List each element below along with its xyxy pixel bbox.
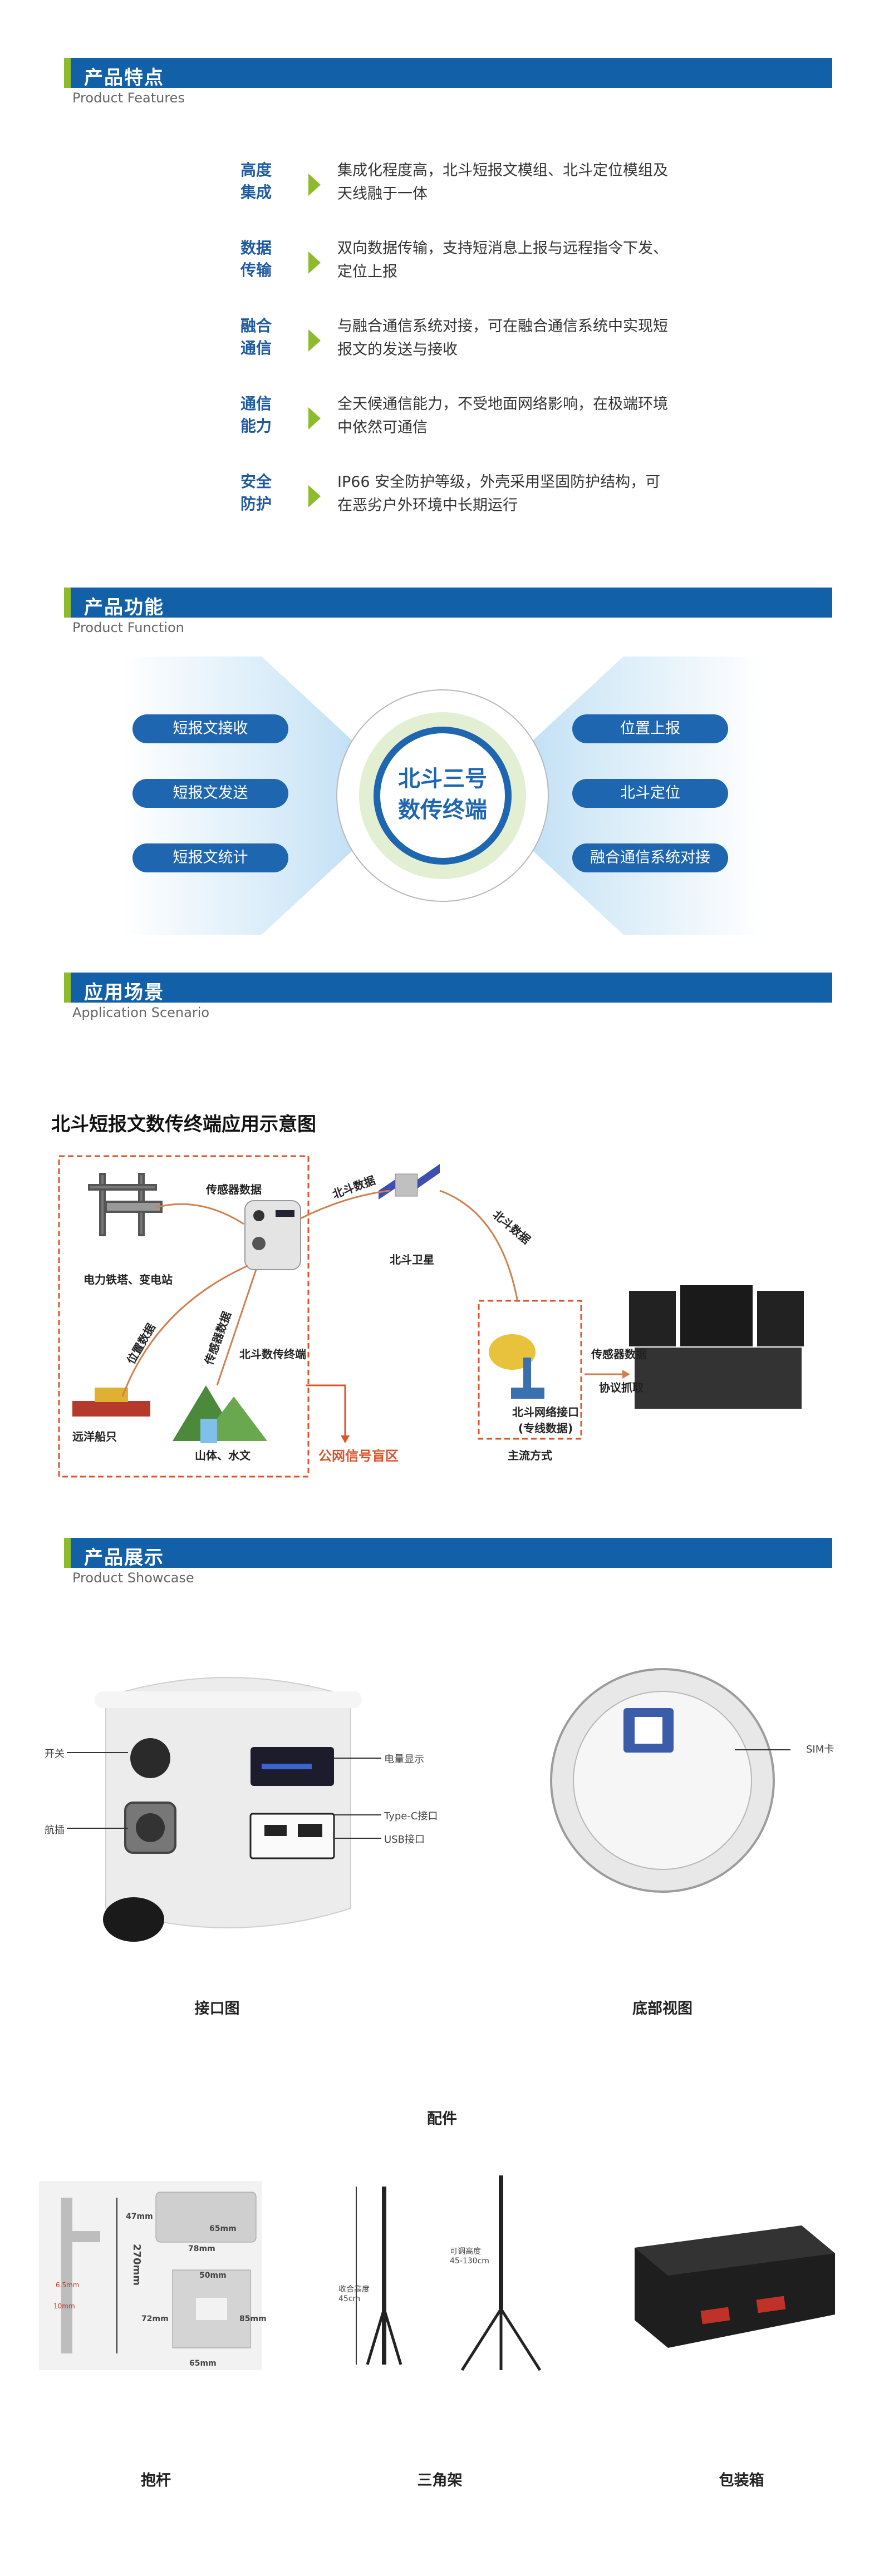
label-battery: 电量显示 [384,1754,424,1765]
label-typec: Type-C接口 [384,1810,438,1822]
device-interface-image [95,1677,362,1942]
triangle-icon [308,251,321,274]
section-bar [64,1538,832,1568]
function-pill-left: 短报文发送 [132,779,288,808]
section-accent [64,973,71,1003]
feature-text: 双向数据传输，支持短消息上报与远程指令下发、定位上报 [337,240,668,280]
label-mountain: 山体、水文 [195,1449,251,1462]
label-mainway: 主流方式 [508,1449,552,1462]
feature-item: 高度集成 集成化程度高，北斗短报文模组、北斗定位模组及天线融于一体 [234,155,735,210]
feature-key: 高度集成 [240,161,272,201]
tripod-min-height: 收合高度 45cm [338,2285,370,2303]
label-switch: 开关 [45,1748,65,1760]
triangle-icon [308,174,321,196]
triangle-icon [308,407,321,430]
section-subtitle: Application Scenario [72,1005,210,1020]
section-title: 产品功能 [84,596,164,619]
section-bar [64,588,832,618]
section-title: 产品特点 [84,67,164,89]
caption-bottom: 底部视图 [632,2000,693,2017]
triangle-icon [308,329,321,352]
function-pill-right: 融合通信系统对接 [572,843,728,872]
feature-key: 通信能力 [240,394,272,435]
feature-item: 数据传输 双向数据传输，支持短消息上报与远程指令下发、定位上报 [234,233,735,288]
function-pill-right: 位置上报 [572,714,728,743]
feature-text: IP66 安全防护等级，外壳采用坚固防护结构，可在恶劣户外环境中长期运行 [337,473,661,514]
feature-text: 与融合通信系统对接，可在融合通信系统中实现短报文的发送与接收 [337,318,668,358]
dim-d: 50mm [199,2271,227,2280]
pole-image [39,2181,262,2370]
function-pill-left: 短报文统计 [132,843,288,872]
label-aviation: 航插 [45,1824,65,1836]
feature-item: 安全防护 IP66 安全防护等级，外壳采用坚固防护结构，可在恶劣户外环境中长期运… [234,466,735,522]
section-accent [64,58,71,88]
label-protocol: 协议抓取 [599,1381,644,1394]
label-power: 电力铁塔、变电站 [84,1273,173,1286]
tripod-max-height: 可调高度 45-130cm [450,2247,489,2266]
section-header-showcase: 产品展示 Product Showcase [64,1538,832,1586]
scenario-title: 北斗短报文数传终端应用示意图 [51,1113,316,1136]
dim-height: 270mm [131,2243,143,2286]
label-satellite: 北斗卫星 [390,1253,434,1266]
dim-m1: 6.5mm [56,2281,80,2289]
section-subtitle: Product Function [72,620,184,635]
function-pill-left: 短报文接收 [132,714,288,743]
function-center-text: 北斗三号 数传终端 [398,766,487,823]
section-bar [64,973,832,1003]
label-terminal: 北斗数传终端 [239,1348,306,1361]
function-pill-right: 北斗定位 [572,779,728,808]
section-header-scenario: 应用场景 Application Scenario [64,973,832,1020]
label-ship: 远洋船只 [72,1430,117,1443]
section-header-features: 产品特点 Product Features [64,58,832,106]
section-subtitle: Product Showcase [72,1570,194,1586]
section-subtitle: Product Features [72,90,185,106]
dim-m2: 10mm [53,2302,75,2310]
section-bar [64,58,832,88]
callout-lines [67,1752,381,1839]
section-accent [64,1538,71,1568]
dim-b: 78mm [188,2244,215,2253]
case-image [635,2225,835,2348]
accessories-title: 配件 [427,2110,457,2128]
feature-item: 融合通信 与融合通信系统对接，可在融合通信系统中实现短报文的发送与接收 [234,310,735,366]
device-bottom-image [550,1668,775,1893]
caption-interface: 接口图 [194,2000,240,2017]
label-blind-area: 公网信号盲区 [318,1448,399,1464]
label-sensor-data: 传感器数据 [591,1348,647,1361]
dim-a: 47mm [126,2212,153,2221]
label-sensor-data: 传感器数据 [206,1183,262,1196]
dim-e: 72mm [141,2315,169,2323]
section-accent [64,588,71,618]
triangle-icon [308,485,321,507]
caption-tripod: 三角架 [417,2472,463,2489]
feature-key: 数据传输 [240,239,272,279]
dim-f: 85mm [239,2315,267,2323]
scenario-diagram [58,1155,804,1478]
caption-pole: 抱杆 [141,2472,171,2489]
feature-text: 全天候通信能力，不受地面网络影响，在极端环境中依然可通信 [337,396,668,436]
label-usb: USB接口 [384,1834,425,1845]
section-title: 应用场景 [84,981,164,1004]
feature-text: 集成化程度高，北斗短报文模组、北斗定位模组及天线融于一体 [337,162,668,203]
feature-key: 安全防护 [240,472,272,513]
dim-c: 65mm [209,2224,237,2233]
caption-case: 包装箱 [719,2472,764,2489]
callout-lines [735,1749,790,1750]
feature-key: 融合通信 [240,317,272,357]
feature-item: 通信能力 全天候通信能力，不受地面网络影响，在极端环境中依然可通信 [234,388,735,444]
tripod-image [356,2175,542,2371]
dim-g: 65mm [189,2359,217,2368]
section-title: 产品展示 [84,1547,164,1569]
label-network: 北斗网络接口 (专线数据) [512,1405,579,1435]
label-sim: SIM卡 [806,1744,834,1755]
section-header-function: 产品功能 Product Function [64,588,832,635]
